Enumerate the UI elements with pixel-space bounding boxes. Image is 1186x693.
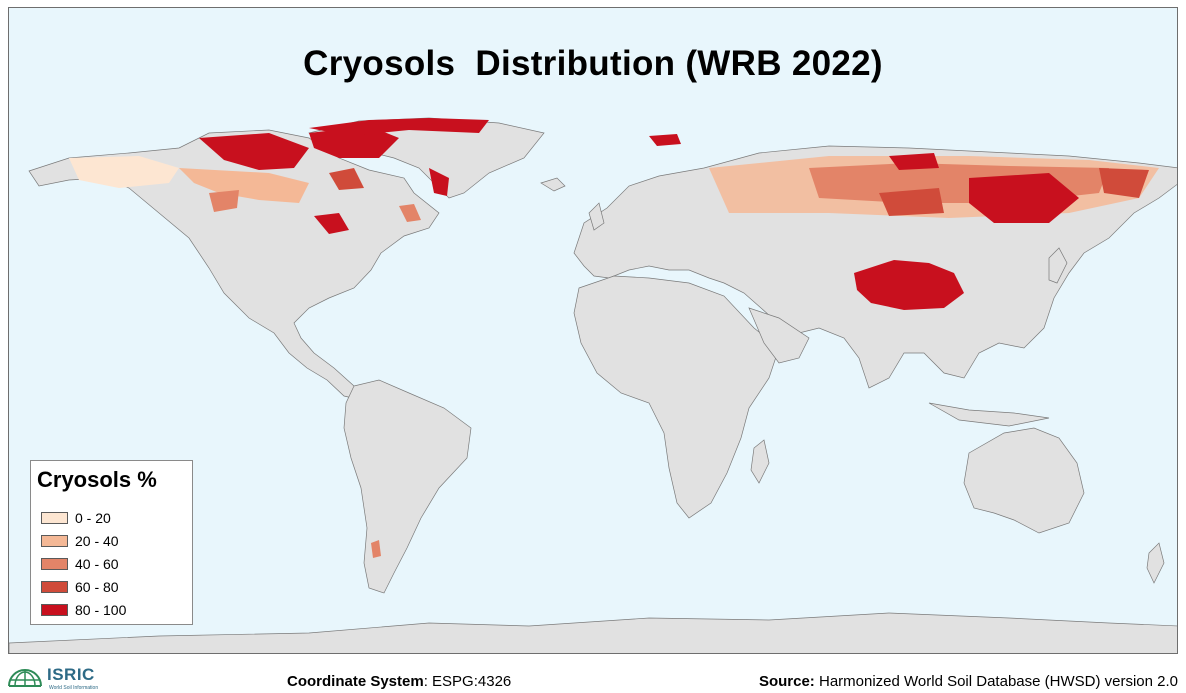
- legend-label: 60 - 80: [75, 579, 119, 595]
- cryosol-greenland-east: [429, 168, 449, 196]
- legend-title: Cryosols %: [37, 467, 157, 492]
- south-america: [343, 379, 472, 594]
- isric-logo: ISRIC World Soil Information: [7, 665, 99, 691]
- indonesia: [928, 402, 1050, 427]
- coordinate-value: : ESPG:4326: [423, 673, 512, 690]
- legend: Cryosols % 0 - 20 20 - 40 40 - 60 60 - 8…: [30, 460, 193, 625]
- source-label: Source:: [758, 673, 815, 690]
- british-isles: [588, 202, 605, 231]
- australia: [963, 427, 1085, 534]
- cryosol-alaska: [69, 156, 179, 188]
- world-map[interactable]: [9, 8, 1178, 654]
- legend-label: 20 - 40: [75, 533, 119, 549]
- coordinate-label: Coordinate System: [287, 673, 424, 690]
- new-zealand: [1146, 542, 1165, 584]
- logo-wordmark: ISRIC: [47, 665, 95, 684]
- cryosol-svalbard: [649, 134, 681, 146]
- map-title: Cryosols Distribution (WRB 2022): [303, 44, 883, 83]
- antarctica: [9, 612, 1177, 653]
- cryosol-north-canada-light: [179, 168, 309, 203]
- legend-label: 80 - 100: [75, 602, 127, 618]
- source-value: Harmonized World Soil Database (HWSD) ve…: [814, 673, 1178, 690]
- cryosol-labrador: [399, 204, 421, 222]
- coordinate-system: Coordinate System: ESPG:4326: [287, 673, 511, 690]
- cryosol-tibet: [854, 260, 964, 310]
- japan: [1048, 247, 1068, 284]
- cryosol-taymyr: [889, 153, 939, 170]
- arabia: [748, 307, 810, 364]
- legend-item: 40 - 60: [41, 555, 119, 573]
- source-credit: Source: Harmonized World Soil Database (…: [759, 673, 1178, 690]
- legend-swatch: [41, 604, 68, 616]
- cryosol-baffin: [309, 126, 399, 158]
- africa: [573, 275, 780, 519]
- footer: ISRIC World Soil Information Coordinate …: [0, 656, 1186, 693]
- legend-swatch: [41, 512, 68, 524]
- cryosol-siberia-high2: [1099, 168, 1149, 198]
- cryosol-hudson: [314, 213, 349, 234]
- legend-label: 0 - 20: [75, 510, 111, 526]
- cryosol-patagonia: [371, 540, 381, 558]
- legend-item: 0 - 20: [41, 509, 111, 527]
- cryosol-greenland-north: [309, 118, 489, 136]
- cryosol-arctic-archipelago: [199, 133, 309, 170]
- legend-swatch: [41, 535, 68, 547]
- iceland: [540, 177, 566, 192]
- cryosol-canada-mid2: [329, 168, 364, 190]
- globe-icon: [8, 669, 42, 687]
- legend-label: 40 - 60: [75, 556, 119, 572]
- cryosol-areas: [69, 118, 1159, 558]
- legend-item: 20 - 40: [41, 532, 119, 550]
- legend-swatch: [41, 558, 68, 570]
- logo-subtext: World Soil Information: [49, 685, 99, 691]
- legend-swatch: [41, 581, 68, 593]
- legend-item: 80 - 100: [41, 601, 126, 619]
- legend-item: 60 - 80: [41, 578, 119, 596]
- cryosol-siberia-high1: [969, 173, 1079, 223]
- madagascar: [750, 439, 770, 484]
- cryosol-siberia-high3: [879, 188, 944, 216]
- map-frame: Cryosols Distribution (WRB 2022) Cryosol…: [8, 7, 1178, 654]
- cryosol-canada-mid: [209, 190, 239, 212]
